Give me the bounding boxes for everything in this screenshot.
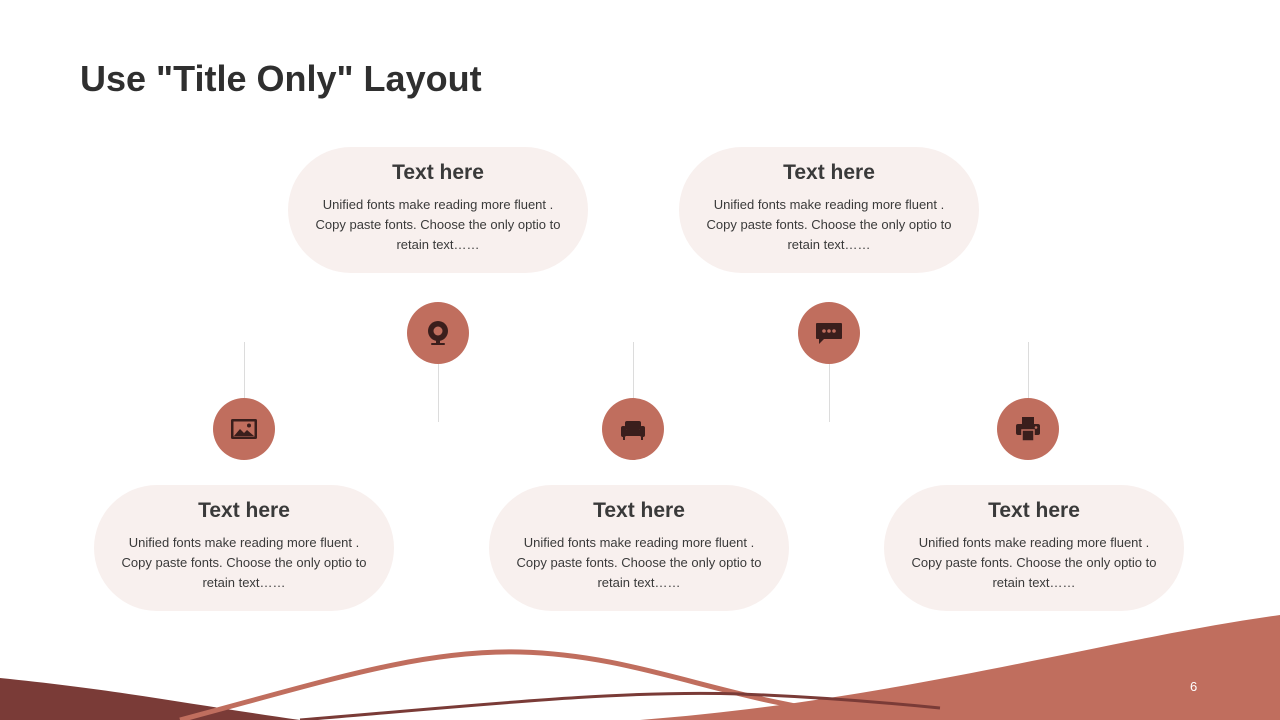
- card-body: Unified fonts make reading more fluent .…: [315, 197, 561, 252]
- icon-node: [213, 398, 275, 460]
- card-title: Text here: [198, 499, 290, 522]
- card-title: Text here: [593, 499, 685, 522]
- info-card: Text here Unified fonts make reading mor…: [94, 485, 394, 611]
- card-body: Unified fonts make reading more fluent .…: [516, 535, 762, 590]
- connector-line: [244, 342, 245, 398]
- card-title: Text here: [392, 161, 484, 184]
- info-card: Text here Unified fonts make reading mor…: [489, 485, 789, 611]
- connector-line: [438, 364, 439, 422]
- webcam-icon: [428, 321, 448, 345]
- card-title: Text here: [988, 499, 1080, 522]
- icon-node: [602, 398, 664, 460]
- card-title: Text here: [783, 161, 875, 184]
- image-icon: [231, 419, 257, 439]
- card-body: Unified fonts make reading more fluent .…: [911, 535, 1157, 590]
- info-card: Text here Unified fonts make reading mor…: [288, 147, 588, 273]
- icon-node: [798, 302, 860, 364]
- connector-line: [829, 364, 830, 422]
- card-body: Unified fonts make reading more fluent .…: [121, 535, 367, 590]
- card-body: Unified fonts make reading more fluent .…: [706, 197, 952, 252]
- connector-line: [633, 342, 634, 398]
- sofa-icon: [621, 421, 645, 440]
- info-card: Text here Unified fonts make reading mor…: [884, 485, 1184, 611]
- slide-title: Use "Title Only" Layout: [80, 58, 482, 99]
- icon-node: [997, 398, 1059, 460]
- printer-icon: [1016, 417, 1040, 442]
- page-number: 6: [1190, 679, 1198, 694]
- info-card: Text here Unified fonts make reading mor…: [679, 147, 979, 273]
- icon-node: [407, 302, 469, 364]
- connector-line: [1028, 342, 1029, 398]
- chat-bubble-icon: [816, 323, 842, 344]
